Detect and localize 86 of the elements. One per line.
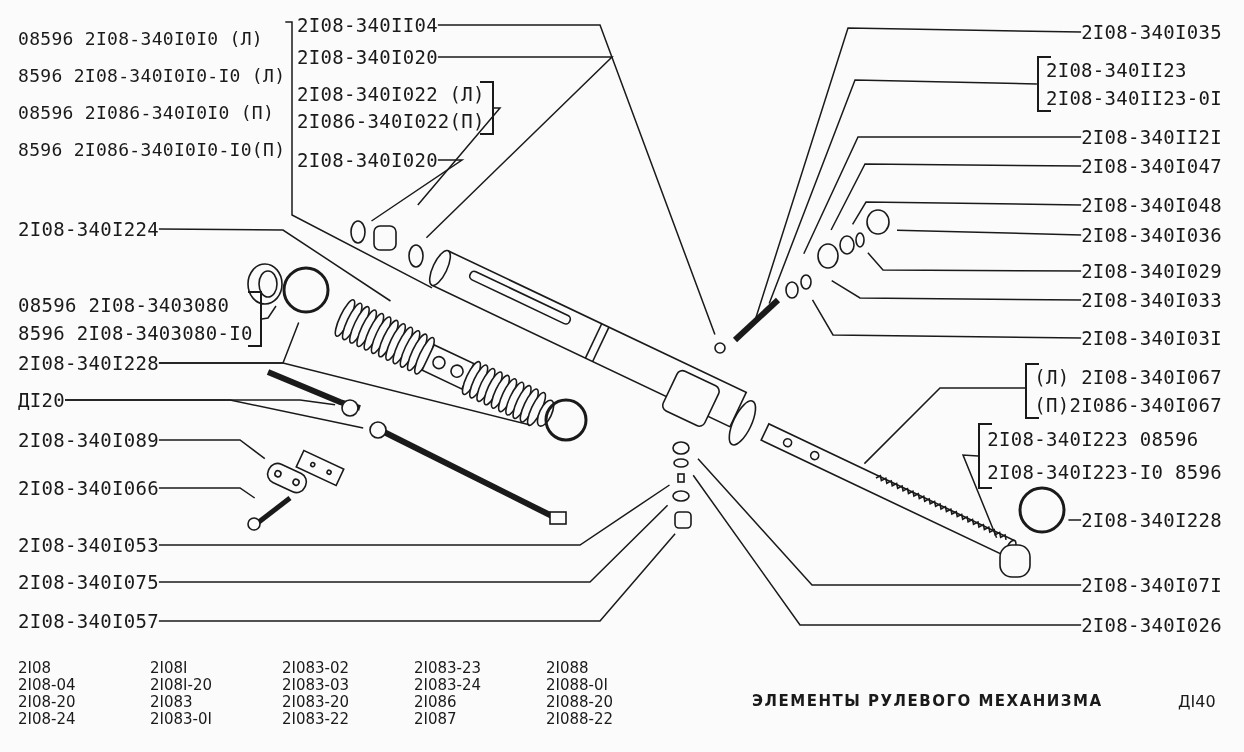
model-code: 2I083	[150, 694, 194, 711]
leader-line	[961, 454, 998, 539]
model-code: 2I088-0I	[546, 677, 609, 694]
part-number: 8596 2I08-3403080-I0	[18, 321, 253, 346]
leader-line	[158, 439, 266, 460]
part-number: 2I08-340I066	[18, 476, 159, 500]
part-number: (Л) 2I08-340I067	[1034, 365, 1222, 390]
model-code: 2I08I	[150, 660, 189, 677]
model-code: 2I088-22	[546, 711, 615, 728]
part-number: (П)2I086-340I067	[1034, 393, 1222, 418]
leader-line	[830, 163, 1082, 231]
model-code: 2I083-02	[282, 660, 351, 677]
leader-line	[370, 159, 465, 222]
leader-line	[158, 484, 671, 546]
leader-line	[768, 79, 1038, 305]
model-code: 2I08-20	[18, 694, 77, 711]
model-code: 2I08-24	[18, 711, 77, 728]
leader-line	[1067, 519, 1082, 521]
part-number: 2I086-340I022(П)	[297, 109, 485, 134]
leader-line	[811, 299, 1082, 339]
model-code: 2I08	[18, 660, 53, 677]
leader-line	[284, 21, 433, 289]
part-number: 08596 2I08-340I0I0 (Л)	[18, 27, 264, 51]
model-code: 2I086	[414, 694, 458, 711]
part-number: 8596 2I086-340I0I0-I0(П)	[18, 138, 286, 162]
part-number: 2I08-340I035	[1081, 20, 1222, 44]
model-code: 2I083-24	[414, 677, 483, 694]
part-number: 2I08-340I03I	[1081, 326, 1222, 350]
part-number: 2I08-340I029	[1081, 259, 1222, 283]
part-number: 2I08-340I223 08596	[987, 427, 1200, 452]
part-number: 08596 2I086-340I0I0 (П)	[18, 101, 276, 125]
part-number: 2I08-340I223-I0 8596	[987, 460, 1222, 485]
leader-line	[753, 27, 1082, 323]
leader-line	[692, 474, 1082, 626]
part-number: 2I08-340I026	[1081, 613, 1222, 637]
part-number: 2I08-340I057	[18, 609, 159, 633]
leader-line	[417, 107, 502, 206]
model-code: 2I083-20	[282, 694, 351, 711]
part-number: 2I08-340I020	[297, 45, 438, 69]
part-number: 2I08-340I228	[18, 351, 159, 375]
part-number: 2I08-340I033	[1081, 288, 1222, 312]
leader-line	[437, 24, 716, 336]
model-code: 2I088	[546, 660, 590, 677]
model-code: 2I088-20	[546, 694, 615, 711]
part-number: 2I08-340II04	[297, 13, 438, 37]
part-number: 2I08-340I224	[18, 217, 159, 241]
part-number: 2I08-340I036	[1081, 223, 1222, 247]
part-number: 8596 2I08-340I0I0-I0 (Л)	[18, 64, 286, 88]
model-code: 2I083-22	[282, 711, 351, 728]
leader-line	[158, 533, 676, 622]
diagram-title: ЭЛЕМЕНТЫ РУЛЕВОГО МЕХАНИЗМА	[752, 692, 1103, 710]
leader-line	[851, 201, 1082, 226]
part-number: 2I08-340I053	[18, 533, 159, 557]
model-code: 2I083-23	[414, 660, 483, 677]
leader-line	[158, 504, 669, 583]
part-number: 2I08-340I075	[18, 570, 159, 594]
part-number: 2I08-340II2I	[1081, 125, 1222, 149]
part-number: 2I08-340I07I	[1081, 573, 1222, 597]
leader-line	[425, 56, 614, 239]
leader-line	[697, 457, 1082, 586]
leader-line	[830, 279, 1082, 301]
model-code: 2I087	[414, 711, 458, 728]
leader-line	[867, 252, 1082, 272]
part-number: 2I08-340I228	[1081, 508, 1222, 532]
part-number: 2I08-340I048	[1081, 193, 1222, 217]
leader-line	[896, 229, 1082, 236]
part-number: ДI20	[18, 388, 65, 412]
leader-line	[64, 399, 364, 429]
leader-line	[158, 487, 256, 499]
model-code: 2I08-04	[18, 677, 77, 694]
leader-line	[158, 362, 531, 426]
leader-line	[261, 305, 277, 320]
model-code: 2I083-0I	[150, 711, 213, 728]
part-number: 2I08-340I022 (Л)	[297, 82, 485, 107]
part-number: 08596 2I08-3403080	[18, 293, 231, 318]
model-code: 2I08I-20	[150, 677, 213, 694]
part-number: 2I08-340II23	[1045, 58, 1188, 83]
leader-line	[158, 228, 392, 302]
leader-line	[803, 136, 1082, 255]
part-number: 2I08-340I047	[1081, 154, 1222, 178]
part-number: 2I08-340I089	[18, 428, 159, 452]
page-code: ДI40	[1178, 692, 1216, 711]
model-code: 2I083-03	[282, 677, 351, 694]
leader-line	[863, 387, 1026, 465]
part-number: 2I08-340I020	[297, 148, 438, 172]
part-number: 2I08-340II23-0I	[1045, 86, 1222, 111]
